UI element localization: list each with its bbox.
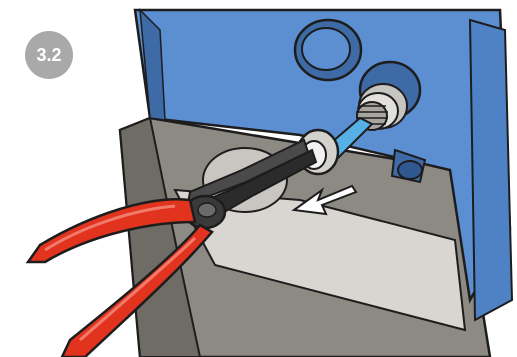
round-cover [295,20,361,80]
step-number-badge: 3.2 [25,31,73,79]
step-number-label: 3.2 [36,45,61,66]
